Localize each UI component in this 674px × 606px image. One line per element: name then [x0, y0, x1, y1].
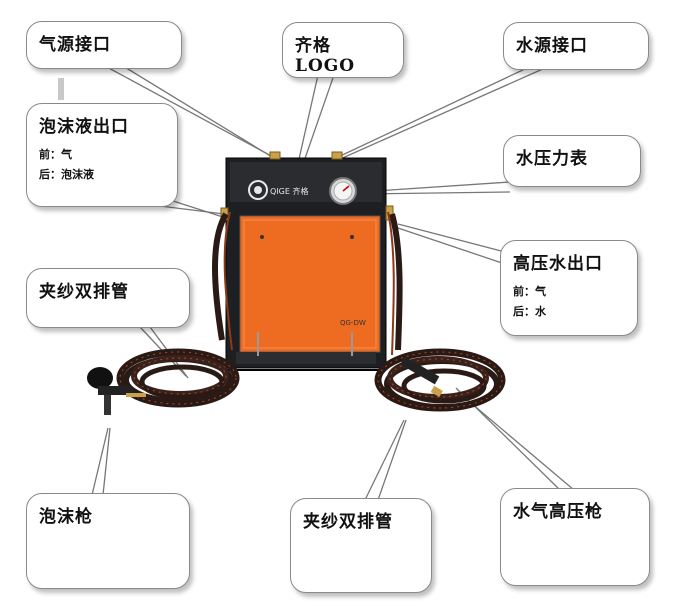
callout-air-inlet-title: 气源接口 [39, 35, 111, 55]
callout-water-inlet-title: 水源接口 [516, 36, 588, 56]
callout-pressure-gauge-title: 水压力表 [516, 149, 588, 169]
callout-foam-gun-title: 泡沫枪 [39, 507, 93, 527]
callout-foam-gun: 泡沫枪 [26, 493, 190, 589]
callout-hp-gun-title: 水气高压枪 [513, 502, 603, 522]
model-label: QG-DW [340, 319, 366, 327]
callout-logo: 齐格 LOGO [282, 22, 404, 78]
right-hose-coil [374, 211, 506, 412]
left-hose-coil [116, 211, 240, 408]
callout-pressure-gauge: 水压力表 [503, 135, 641, 187]
machine-brand-text: QIGE 齐格 [270, 186, 308, 196]
machine-logo: QIGE 齐格 [248, 180, 308, 200]
high-pressure-gun-icon [400, 356, 443, 397]
callout-logo-title: 齐格 LOGO [295, 36, 356, 76]
callout-hp-water-outlet: 高压水出口 前：气后：水 [500, 240, 638, 336]
pressure-gauge-icon [329, 177, 357, 205]
callout-hose-bottom: 夹纱双排管 [290, 498, 432, 593]
callout-foam-outlet: 泡沫液出口 前：气后：泡沫液 [26, 103, 178, 207]
callout-hose-left-title: 夹纱双排管 [39, 282, 129, 302]
callout-hp-water-outlet-detail: 前：气后：水 [513, 285, 546, 318]
callout-water-inlet: 水源接口 [503, 22, 649, 70]
callout-hose-bottom-title: 夹纱双排管 [303, 512, 393, 532]
callout-foam-outlet-front: 前：气后：泡沫液 [39, 148, 94, 181]
callout-hp-water-outlet-title: 高压水出口 [513, 254, 603, 274]
side-marker [58, 78, 64, 100]
callout-hose-left: 夹纱双排管 [26, 268, 190, 328]
callout-foam-outlet-title: 泡沫液出口 [39, 117, 129, 137]
callout-hp-gun: 水气高压枪 [500, 488, 650, 586]
callout-air-inlet: 气源接口 [26, 21, 182, 69]
cabinet [225, 157, 387, 371]
foam-gun-icon [87, 367, 146, 415]
